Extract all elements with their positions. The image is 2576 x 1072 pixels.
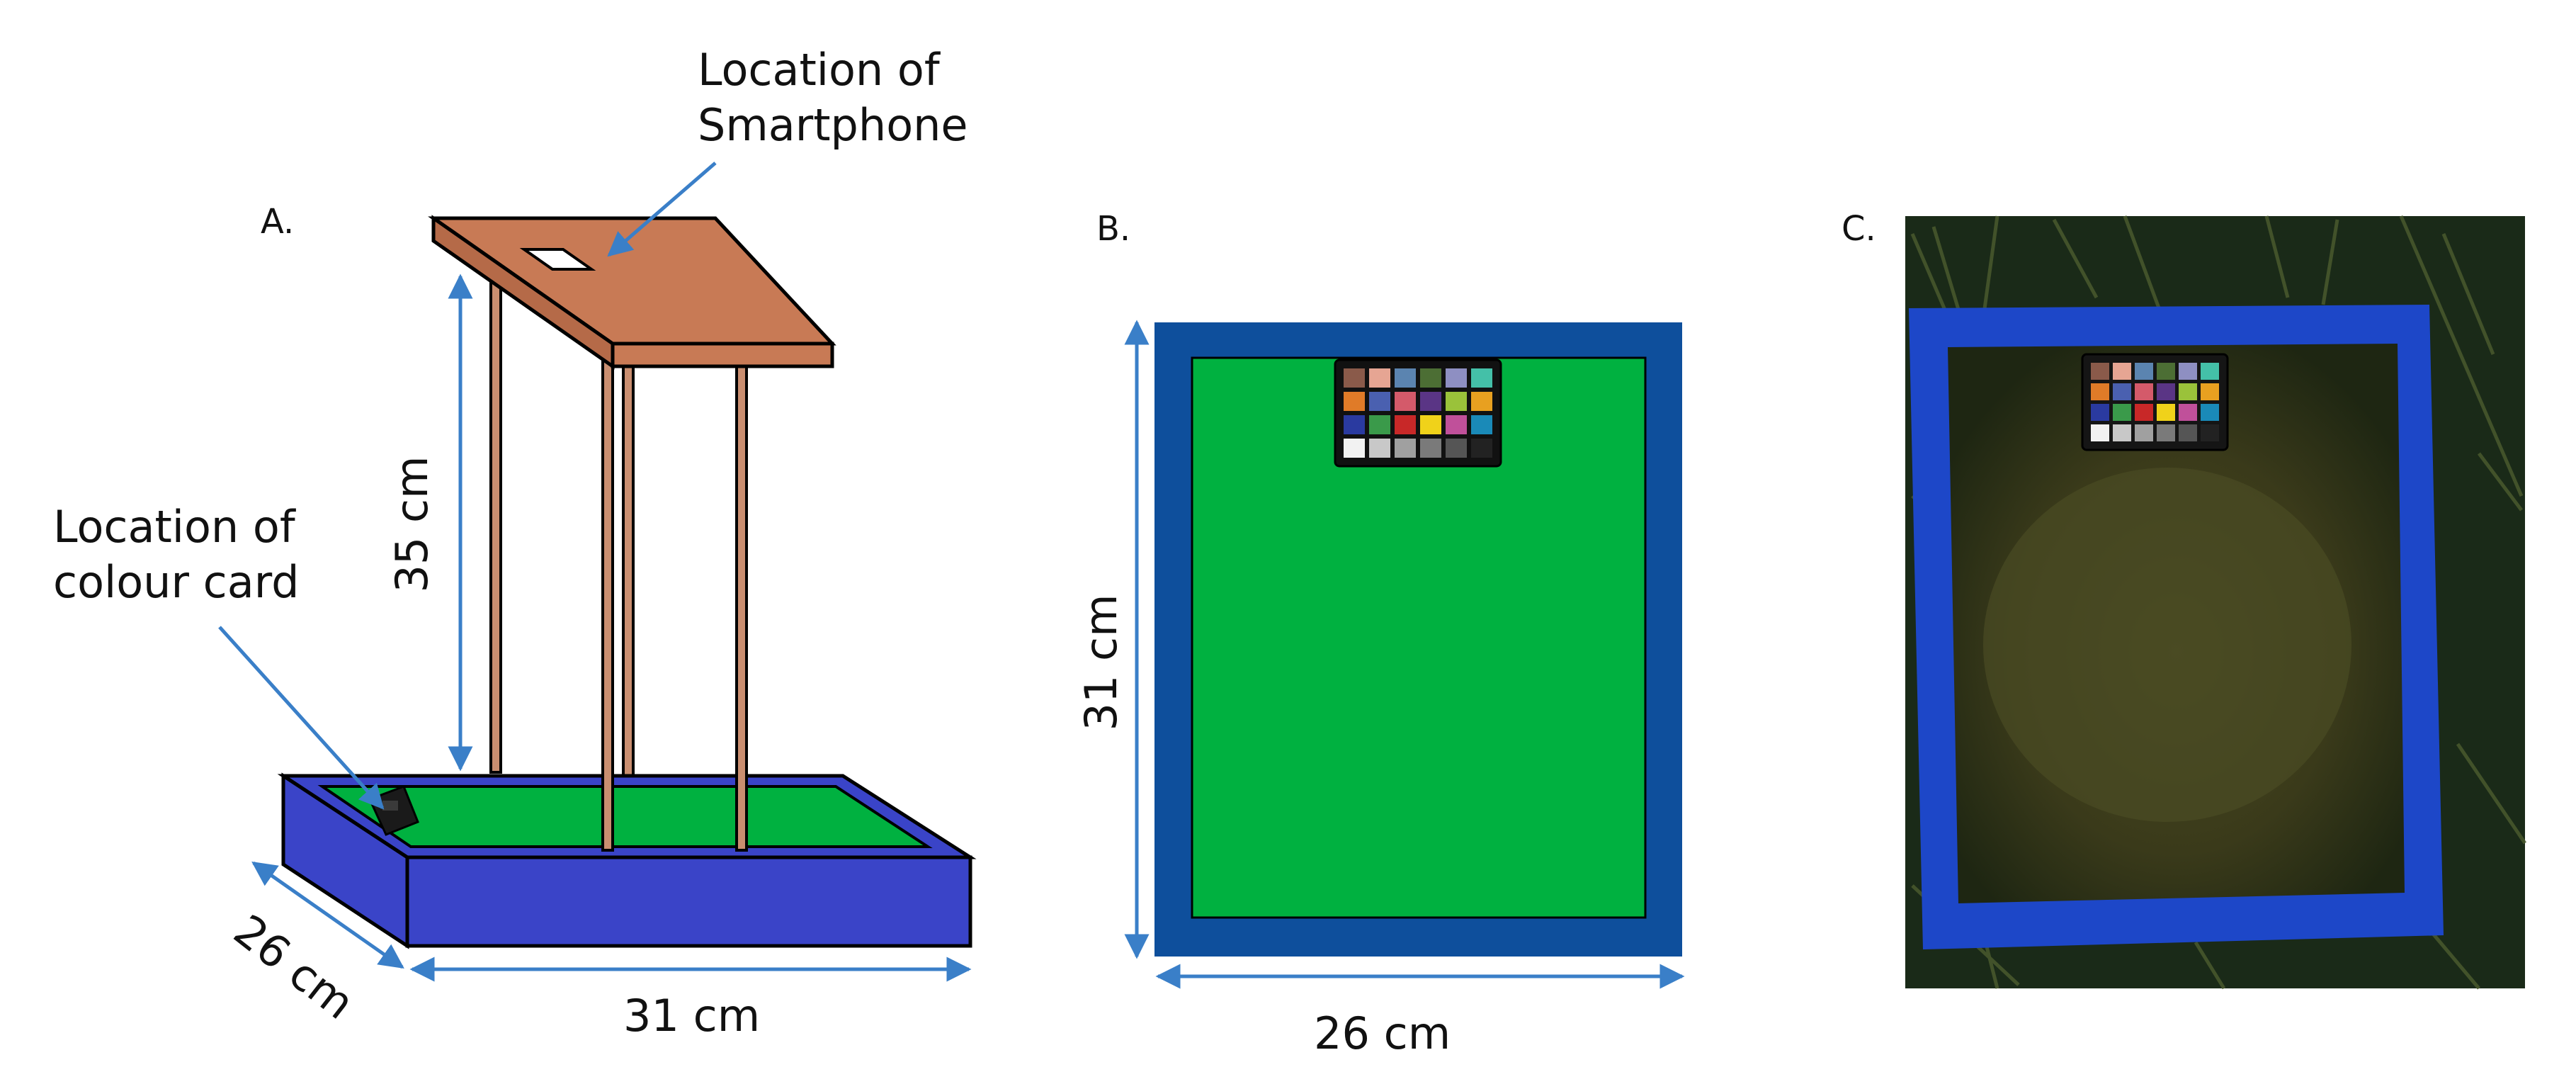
colour-patch	[1420, 368, 1441, 388]
colour-patch	[1369, 392, 1390, 411]
colour-patch	[1471, 368, 1492, 388]
colour-patch	[1344, 415, 1365, 434]
colour-patch	[2179, 383, 2197, 400]
smartphone-label-line2: Smartphone	[698, 99, 968, 151]
colour-patch	[1395, 368, 1416, 388]
colour-patch	[2091, 424, 2109, 441]
colour-patch	[1471, 439, 1492, 458]
colour-patch	[2179, 424, 2197, 441]
colour-patch	[2113, 404, 2131, 421]
leg-front-left	[601, 356, 614, 852]
colour-patch	[2157, 404, 2175, 421]
colour-patch	[2157, 363, 2175, 380]
leg-back-left	[489, 271, 502, 774]
panel-b-label: B.	[1096, 209, 1131, 249]
panel-a-arrows	[218, 162, 972, 982]
panel-a-label: A.	[261, 202, 295, 242]
colour-patch	[2157, 424, 2175, 441]
colour-patch	[1471, 392, 1492, 411]
colour-patch	[2091, 383, 2109, 400]
colour-patch	[1395, 392, 1416, 411]
colour-patch	[1344, 392, 1365, 411]
colour-patch	[2091, 404, 2109, 421]
depth-dimension-arrow	[251, 861, 404, 969]
leg-front-right	[735, 360, 748, 852]
colour-patch	[2179, 363, 2197, 380]
smartphone-label-line1: Location of	[698, 44, 940, 96]
platform-front	[611, 342, 834, 368]
panel-b-width-label: 26 cm	[1314, 1008, 1451, 1059]
photo-moss-highlight	[1983, 468, 2351, 822]
panel-b-topview	[1154, 322, 1682, 957]
colour-patch	[2113, 383, 2131, 400]
colour-card-label-line1: Location of	[53, 501, 295, 553]
smartphone-slot	[519, 248, 596, 271]
colour-patch	[1395, 415, 1416, 434]
colour-patch	[1446, 368, 1467, 388]
colour-patch	[2091, 363, 2109, 380]
colour-patch	[1344, 439, 1365, 458]
colour-patch	[1471, 415, 1492, 434]
colour-patch	[1369, 368, 1390, 388]
width-31cm-label: 31 cm	[623, 990, 761, 1042]
colour-patch	[2135, 363, 2153, 380]
colour-patch	[2135, 424, 2153, 441]
panel-c-photo	[1905, 215, 2527, 990]
colour-patch	[2113, 363, 2131, 380]
colour-patch	[2201, 404, 2219, 421]
colour-patch	[1446, 415, 1467, 434]
colour-patch	[1369, 439, 1390, 458]
colour-patch	[2113, 424, 2131, 441]
smartphone-pointer-arrow	[607, 162, 717, 257]
colour-patch	[2201, 383, 2219, 400]
colour-patch	[2201, 363, 2219, 380]
colour-patch	[1369, 415, 1390, 434]
colour-patch	[1395, 439, 1416, 458]
colour-patch	[2201, 424, 2219, 441]
photo-colour-chart	[2081, 353, 2229, 451]
panel-b-colour-chart	[1334, 359, 1502, 468]
colour-patch	[2157, 383, 2175, 400]
colour-patch	[1446, 392, 1467, 411]
colour-card-patch	[382, 801, 398, 811]
colour-card-pointer-arrow	[218, 626, 385, 810]
colour-patch	[1446, 439, 1467, 458]
colour-card-label-line2: colour card	[53, 556, 300, 608]
tray-front-face	[405, 855, 972, 948]
colour-patch	[1420, 415, 1441, 434]
colour-patch	[2179, 404, 2197, 421]
colour-patch	[2135, 383, 2153, 400]
colour-patch	[1420, 392, 1441, 411]
panel-a-stand	[277, 215, 977, 949]
panel-b-arrows	[1124, 320, 1685, 989]
colour-patch	[1344, 368, 1365, 388]
leg-back-right	[622, 339, 635, 781]
colour-patch	[1420, 439, 1441, 458]
panel-c-label: C.	[1842, 209, 1876, 249]
colour-patch	[2135, 404, 2153, 421]
